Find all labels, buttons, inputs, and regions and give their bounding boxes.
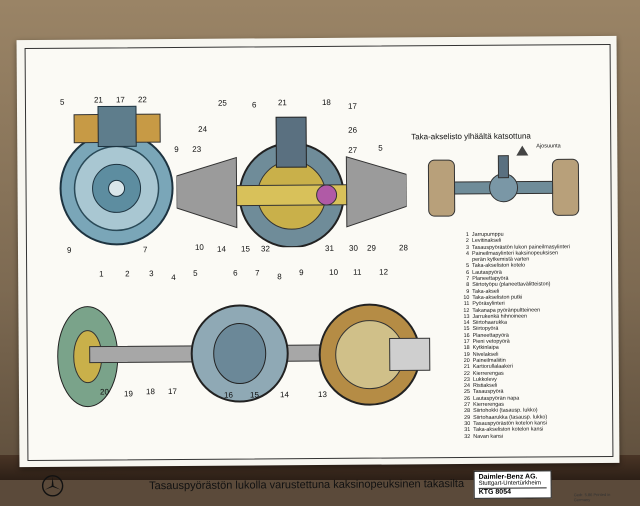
callout-label: 10 [195, 244, 204, 252]
callout-label: 18 [146, 388, 155, 396]
callout-label: 19 [124, 390, 133, 398]
legend-text: Nivelakseli [473, 351, 499, 357]
print-note: Gedr. 5.86 Printed in Germany [574, 492, 613, 502]
legend-text: Planeettapyörä [473, 332, 509, 338]
crown-wheel-diagram [54, 100, 185, 251]
callout-label: 4 [171, 274, 176, 282]
callout-label: 16 [224, 392, 233, 400]
top-view-diagram [418, 141, 589, 224]
callout-label: 5 [193, 270, 198, 278]
callout-label: 26 [348, 127, 357, 135]
legend-number: 32 [460, 433, 470, 439]
callout-label: 6 [252, 101, 257, 109]
legend-text: Lukkolevy [473, 377, 497, 383]
legend-text: Kartiorullalaakeri [473, 364, 513, 370]
legend-text: Navan kansi [473, 433, 503, 439]
callout-label: 14 [280, 391, 289, 399]
callout-9: 9 [67, 247, 72, 255]
callout-label: 15 [241, 245, 250, 253]
callout-label: 9 [299, 269, 304, 277]
poster: 5 21 17 22 9 7 Taka-akselisto ylhäältä k… [17, 36, 620, 467]
legend-text: Lautaspyörä [472, 269, 502, 275]
legend-text: Pieni vetopyörä [473, 339, 510, 345]
callout-label: 23 [192, 146, 201, 154]
legend-text: Kierrerengas [473, 370, 504, 376]
legend-text: Siirtotyöpu (planeettavälitteiston) [472, 282, 550, 289]
legend-text: Taka-akseliston putki [472, 295, 522, 301]
callout-label: 25 [218, 100, 227, 108]
brand-box: Daimler-Benz AG. Stuttgart-Untertürkheim… [474, 470, 552, 499]
legend-text: Kytkinlaipa [473, 345, 499, 351]
legend-text: Paineilmaliitin [473, 358, 506, 364]
legend-text: Jarrukenkä hihnoineen [472, 313, 527, 319]
callout-label: 28 [399, 244, 408, 252]
callout-label: 29 [367, 245, 376, 253]
legend-text: Levitinakseli [472, 238, 501, 244]
legend-text: Siirtohaarukka [472, 320, 507, 326]
callout-label: 2 [125, 270, 130, 278]
callout-label: 17 [168, 388, 177, 396]
callout-21: 21 [94, 96, 103, 104]
legend-text: Planeettapyörä [472, 276, 508, 282]
axle-cutaway-diagram [49, 284, 450, 457]
callout-label: 1 [99, 270, 104, 278]
callout-label: 5 [378, 145, 383, 153]
callout-label: 13 [318, 391, 327, 399]
legend-text: Siirtopyörä [473, 326, 499, 332]
callout-label: 12 [379, 269, 388, 277]
callout-label: 18 [322, 99, 331, 107]
callout-label: 20 [100, 388, 109, 396]
callout-label: 32 [261, 245, 270, 253]
legend-text: Kierrerengas [473, 402, 504, 408]
legend-text: Takanapa pyöränpultteineen [472, 307, 540, 313]
callout-17: 17 [116, 96, 125, 104]
legend-text: Jarrupumppu [472, 232, 504, 238]
poster-frame: 5 21 17 22 9 7 Taka-akselisto ylhäältä k… [25, 44, 614, 461]
legend-text: Taka-akseliston kotelon kansi [473, 427, 543, 433]
mercedes-star-logo [41, 474, 65, 498]
brand-code: KTG 8054 [479, 487, 547, 495]
callout-label: 30 [349, 245, 358, 253]
callout-label: 6 [233, 270, 238, 278]
callout-22: 22 [138, 96, 147, 104]
callout-label: 14 [217, 246, 226, 254]
callout-label: 10 [329, 269, 338, 277]
legend-text: Lautaspyörän napa [473, 395, 519, 401]
callout-label: 11 [353, 269, 361, 277]
top-view-title: Taka-akselisto ylhäältä katsottuna [411, 132, 531, 142]
brand-location: Stuttgart-Untertürkheim [479, 480, 547, 486]
callout-label: 31 [325, 245, 334, 253]
legend-text: Taka-akseliston kotelo [472, 263, 525, 269]
callout-label: 9 [174, 146, 179, 154]
callout-5: 5 [60, 99, 65, 107]
callout-label: 15 [250, 391, 259, 399]
legend-text: Pyöräsylinteri [472, 301, 504, 307]
callout-label: 8 [277, 273, 282, 281]
differential-section-diagram [176, 96, 407, 248]
legend-text: Tasauspyörä [473, 389, 504, 395]
poster-title: Tasauspyörästön lukolla varustettuna kak… [147, 478, 467, 492]
callout-7: 7 [143, 246, 148, 254]
callout-label: 24 [198, 126, 207, 134]
callout-label: 27 [348, 147, 357, 155]
legend-text: Ristiakseli [473, 383, 497, 389]
callout-label: 21 [278, 99, 287, 107]
callout-label: 3 [149, 270, 154, 278]
callout-label: 7 [255, 269, 260, 277]
legend-text: Taka-akseli [472, 288, 499, 294]
callout-label: 17 [348, 103, 357, 111]
